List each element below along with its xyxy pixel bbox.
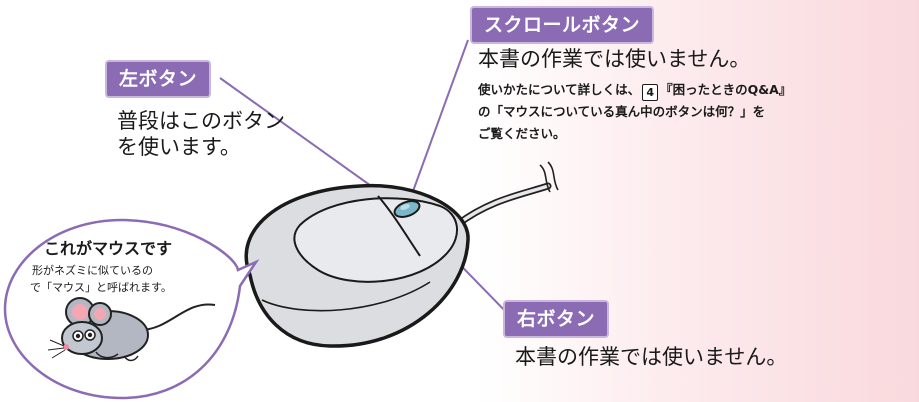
callout-title: これがマウスです xyxy=(44,239,173,258)
mouse-lower-curve xyxy=(261,281,431,312)
mouse-illustration xyxy=(244,183,470,348)
left-button-desc-line1: 普段はこのボタン xyxy=(117,109,285,133)
callout-line1: 形がネズミに似ているの xyxy=(32,264,153,277)
mouse-character-icon xyxy=(47,297,216,362)
manual-volume-icon: 4 xyxy=(642,84,659,101)
callout-border xyxy=(3,218,260,400)
mouse-top-panel xyxy=(293,197,459,283)
scroll-button-desc: 本書の作業では使いません。 xyxy=(478,47,751,71)
right-button-desc: 本書の作業では使いません。 xyxy=(515,345,788,369)
scroll-button-leader xyxy=(407,39,469,206)
cable-cut-mark-2 xyxy=(547,161,559,191)
callout-bubble xyxy=(3,218,260,400)
mouse-cable xyxy=(456,184,550,226)
scroll-button-note-line1: 使いかたについて詳しくは、4『困ったときのQ&A』 xyxy=(478,79,791,101)
left-button-leader xyxy=(219,77,389,199)
scroll-button-note-text: 使いかたについて詳しくは、 xyxy=(478,82,641,97)
scroll-wheel-highlight xyxy=(400,204,410,210)
right-button-label: 右ボタン xyxy=(505,302,608,336)
scroll-button-label: スクロールボタン xyxy=(472,8,653,42)
left-button-desc-line2: を使います。 xyxy=(117,135,241,159)
callout-line2: で「マウス」と呼ばれます。 xyxy=(30,281,172,294)
left-button-label: 左ボタン xyxy=(107,62,210,96)
scroll-wheel xyxy=(393,200,421,218)
button-divider xyxy=(377,195,421,257)
scroll-button-note-line3: ご覧ください。 xyxy=(478,126,566,141)
scroll-button-note-line2: の「マウスについている真ん中のボタンは何？」を xyxy=(478,104,766,119)
scroll-button-note-ref: 『困ったときのQ&A』 xyxy=(660,82,792,97)
cable-cut-mark-1 xyxy=(539,164,551,193)
